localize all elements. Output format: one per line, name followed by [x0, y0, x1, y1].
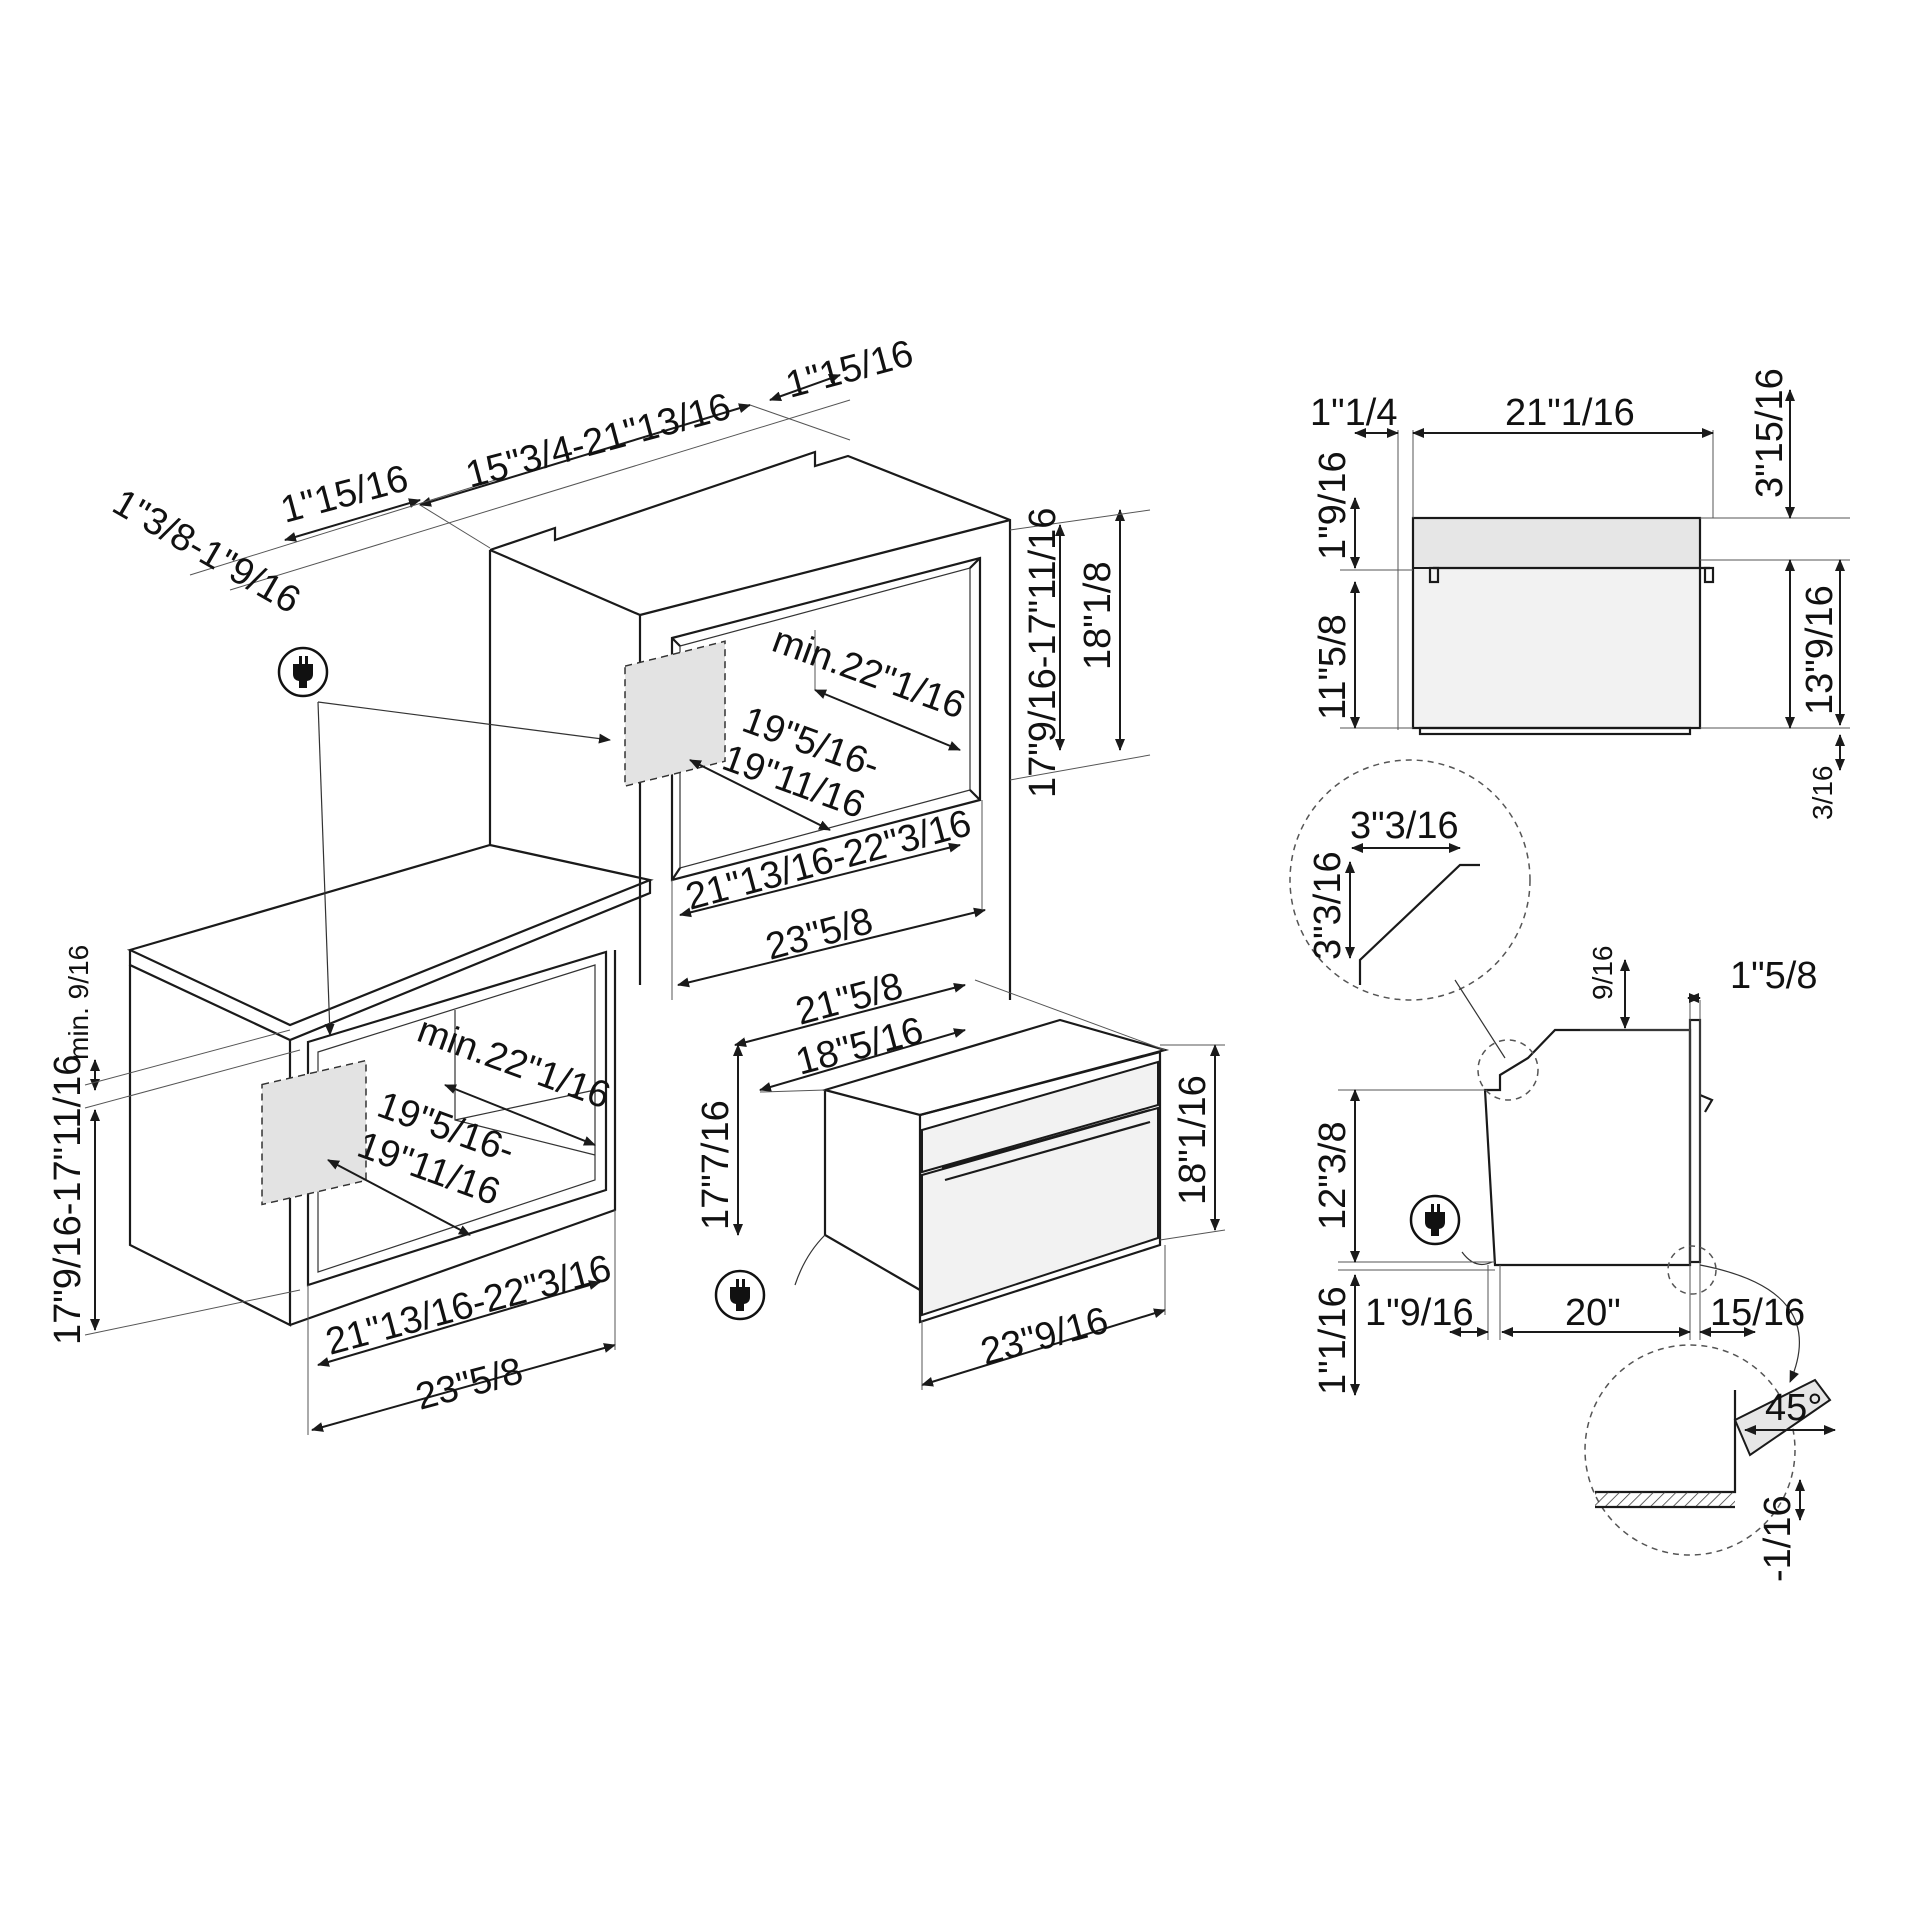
label-upper-w-range: 21"13/16-22"3/16	[681, 802, 975, 918]
label-front-total-h: 13"9/16	[1799, 585, 1841, 715]
upper-cabinet	[488, 450, 1012, 1000]
plug-icon	[277, 646, 329, 698]
label-app-body-h: 17"7/16	[695, 1100, 737, 1230]
label-side-top: 9/16	[1587, 946, 1618, 1001]
label-lower-min: min. 9/16	[63, 945, 94, 1060]
label-side-door: 1"5/8	[1730, 955, 1817, 997]
label-front-bottom: 3/16	[1807, 766, 1838, 821]
label-app-front-h: 18"1/16	[1172, 1075, 1214, 1205]
label-upper-min-depth: min.22"1/16	[767, 619, 971, 727]
label-top-side-range: 1"3/8-1"9/16	[106, 481, 308, 622]
label-lower-w: 23"5/8	[411, 1350, 527, 1419]
appliance-isometric	[794, 1018, 1170, 1324]
lower-socket-zone	[261, 1059, 367, 1206]
label-side-bottom: 1"1/16	[1312, 1286, 1354, 1395]
label-front-side-left: 1"1/4	[1310, 392, 1397, 434]
label-front-door-h: 11"5/8	[1312, 614, 1354, 720]
label-detail-a-w: 3"3/16	[1350, 805, 1459, 847]
label-lower-w-range: 21"13/16-22"3/16	[321, 1247, 615, 1363]
label-upper-w: 23"5/8	[761, 900, 877, 969]
label-upper-h: 18"1/8	[1077, 561, 1119, 670]
label-side-h: 12"3/8	[1312, 1121, 1354, 1230]
label-lower-h-range: 17"9/16-17"11/16	[47, 1055, 89, 1345]
label-top-width-range: 15"3/4-21"13/16	[461, 386, 735, 497]
label-front-panel-h: 1"9/16	[1312, 451, 1354, 560]
label-top-depth-a: 1"15/16	[781, 333, 917, 407]
label-detail-b-angle: 45°	[1765, 1387, 1822, 1429]
label-detail-b-h: -1/16	[1757, 1495, 1799, 1582]
side-view	[1338, 1000, 1714, 1340]
plug-icon	[714, 1269, 766, 1321]
label-upper-h-range: 17"9/16-17"11/16	[1022, 508, 1064, 798]
upper-socket-zone	[624, 640, 726, 788]
label-app-front-w: 23"9/16	[976, 1300, 1112, 1374]
label-side-back: 15/16	[1710, 1292, 1805, 1334]
plug-leaders	[317, 701, 611, 1036]
detail-a	[1289, 759, 1539, 1101]
label-top-depth-b: 1"15/16	[276, 458, 412, 532]
label-lower-min-depth: min.22"1/16	[412, 1009, 616, 1117]
front-view	[1340, 430, 1850, 736]
label-front-top-gap: 3"15/16	[1749, 368, 1791, 498]
label-detail-a-h: 3"3/16	[1307, 851, 1349, 960]
detail-b	[1584, 1245, 1832, 1556]
plug-icon	[1409, 1194, 1461, 1246]
label-front-body-w: 21"1/16	[1505, 392, 1635, 434]
label-side-depth: 20"	[1565, 1292, 1621, 1334]
dimension-lines	[84, 373, 1845, 1521]
label-side-front: 1"9/16	[1365, 1292, 1474, 1334]
